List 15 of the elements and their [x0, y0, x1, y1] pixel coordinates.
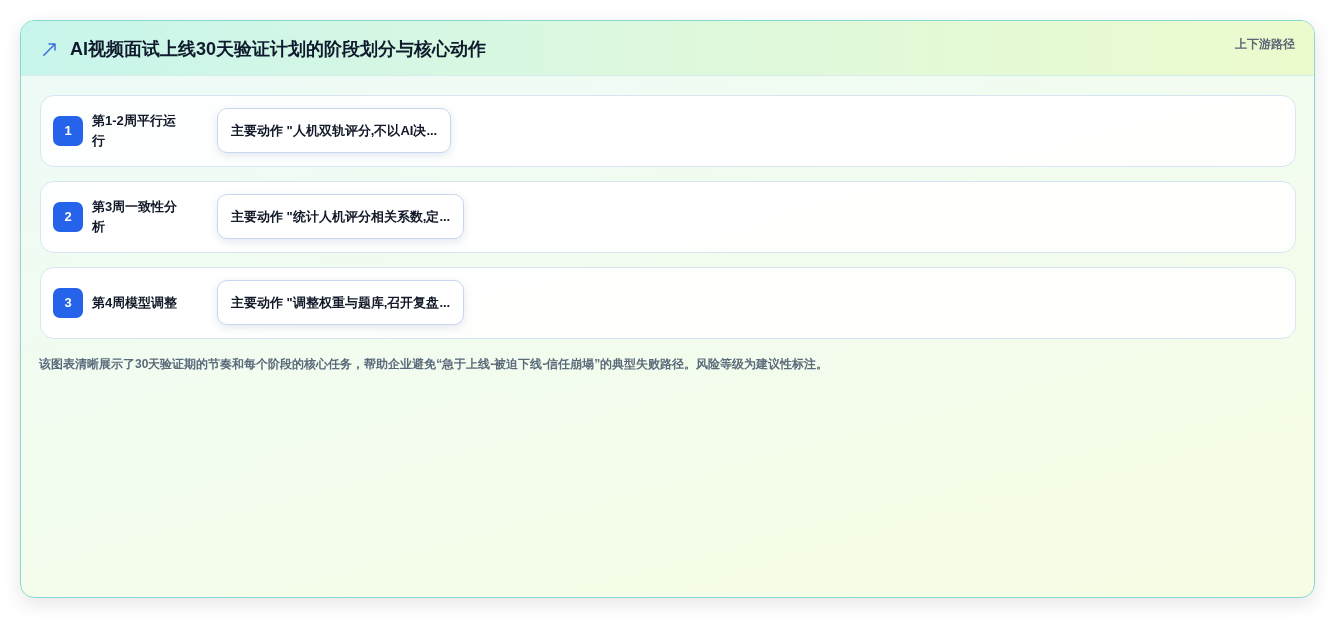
action-box: 主要动作 "人机双轨评分,不以AI决...	[217, 108, 452, 153]
step-number-badge: 1	[53, 116, 83, 146]
phase-label: 第3周一致性分析	[92, 198, 179, 236]
title-text: AI视频面试上线30天验证计划的阶段划分与核心动作	[70, 38, 487, 61]
header-note: 上下游路径	[1235, 36, 1295, 52]
action-box: 主要动作 "调整权重与题库,召开复盘...	[217, 280, 465, 325]
step-number-badge: 3	[53, 288, 83, 318]
action-box: 主要动作 "统计人机评分相关系数,定...	[217, 194, 465, 239]
phase-row	[40, 95, 1296, 167]
phase-row	[40, 181, 1296, 253]
phase-label: 第1-2周平行运行	[92, 112, 177, 150]
phase-row	[40, 267, 1296, 339]
phase-label: 第4周模型调整	[92, 294, 179, 312]
caption-text: 该图表清晰展示了30天验证期的节奏和每个阶段的核心任务，帮助企业避免“急于上线-被迫下线-信任崩塌”的典型失败路径。风险等级为建议性标注。	[39, 356, 829, 372]
step-number-badge: 2	[53, 202, 83, 232]
